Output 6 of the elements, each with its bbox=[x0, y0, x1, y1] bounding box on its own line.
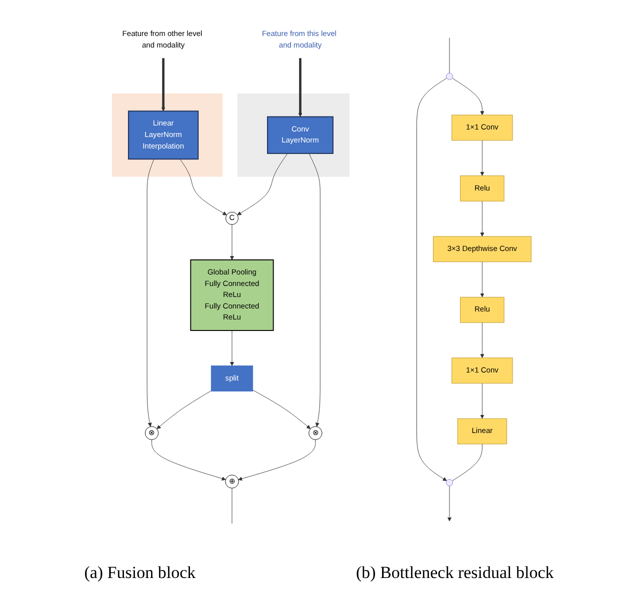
caption: (a) Fusion block bbox=[84, 563, 196, 583]
node-point bbox=[446, 479, 453, 486]
caption: (b) Bottleneck residual block bbox=[356, 563, 554, 583]
cluster bbox=[237, 93, 350, 177]
cluster bbox=[112, 93, 223, 177]
node-point bbox=[446, 72, 453, 80]
